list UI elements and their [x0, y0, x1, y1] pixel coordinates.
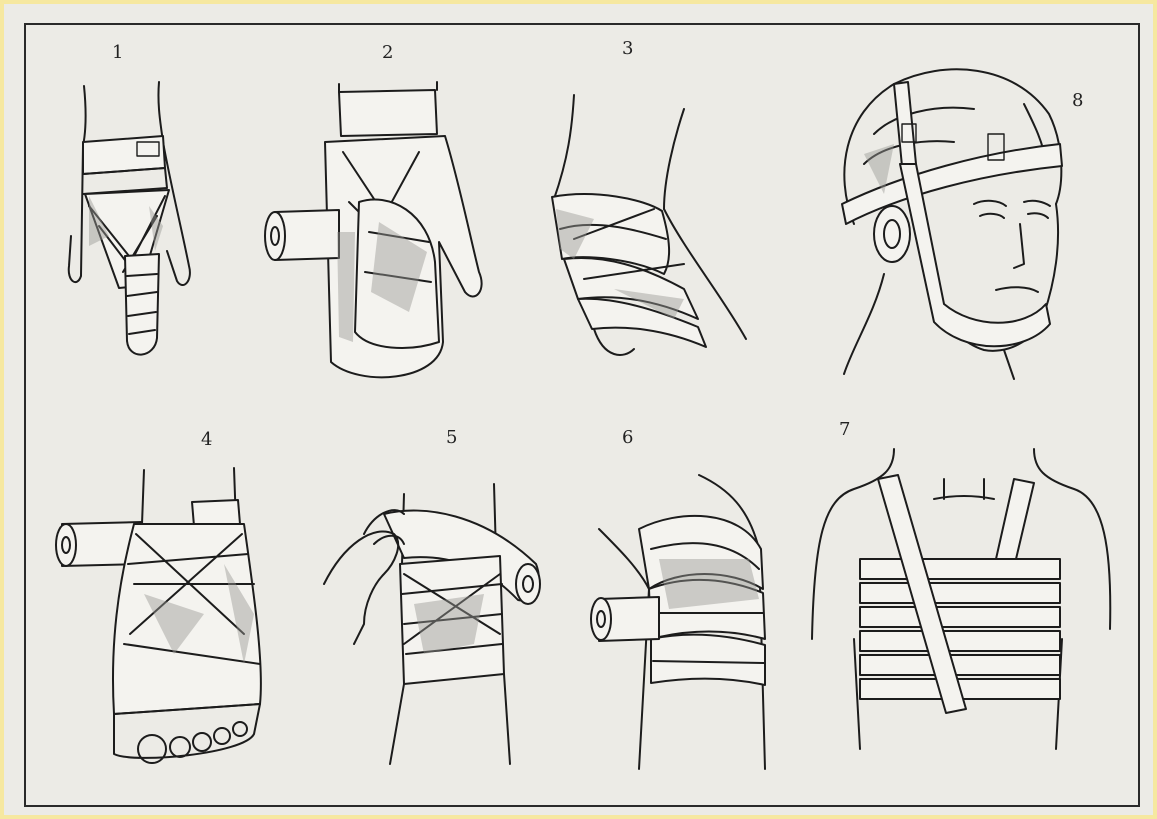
figure-label-6: 6 — [622, 427, 633, 448]
figure-label-3: 3 — [622, 38, 633, 59]
figure-label-1: 1 — [112, 42, 123, 63]
figure-7-chest-bandage — [794, 439, 1114, 779]
figure-5-bandage-wrap — [304, 474, 554, 774]
figure-3-elbow-bandage — [534, 89, 754, 369]
figure-6-joint-bandage — [579, 469, 779, 779]
figure-8-head-bandage — [824, 54, 1074, 384]
figure-label-4: 4 — [201, 429, 212, 450]
figure-label-5: 5 — [446, 427, 457, 448]
figure-4-foot-bandage — [54, 464, 284, 784]
figure-1-hand-bandage — [59, 76, 209, 371]
figure-2-hand-bandage — [259, 82, 509, 402]
figure-label-7: 7 — [839, 419, 850, 440]
figure-label-2: 2 — [382, 42, 393, 63]
illustration-sheet: 1 2 3 4 5 6 7 8 — [4, 4, 1153, 815]
